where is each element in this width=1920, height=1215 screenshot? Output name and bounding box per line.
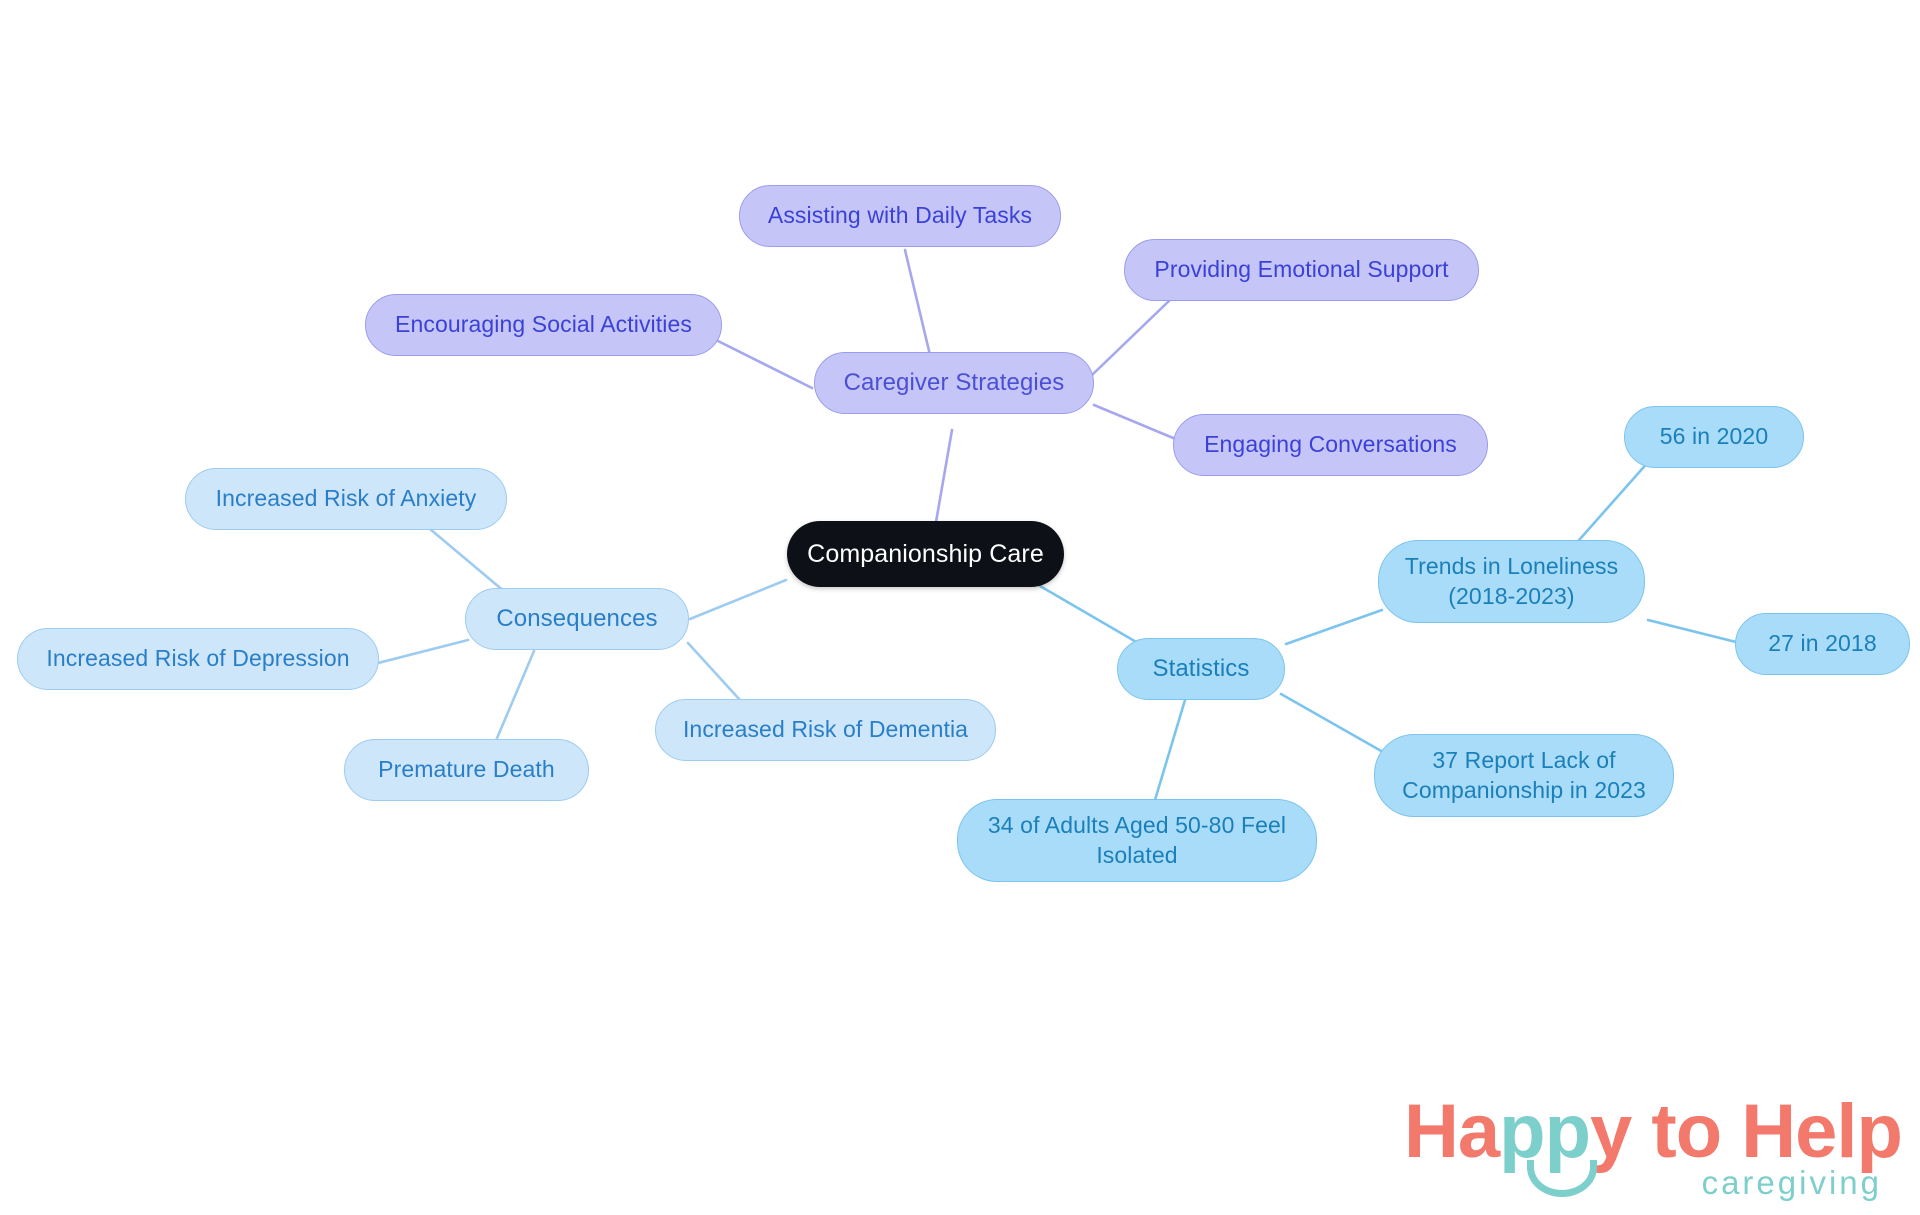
logo-text-pp: pp [1499, 1089, 1591, 1174]
node-caregiver-strategies[interactable]: Caregiver Strategies [814, 352, 1094, 414]
edge-trends-to-56-in-2020 [1570, 458, 1652, 550]
edge-root-to-caregiver-strategies [934, 428, 954, 524]
node-companionship-care[interactable]: Companionship Care [787, 521, 1064, 587]
node-providing-emotional-support[interactable]: Providing Emotional Support [1124, 239, 1479, 301]
node-premature-death[interactable]: Premature Death [344, 739, 589, 801]
edge-caregiver-to-encouraging-social-activities [716, 339, 814, 390]
edge-statistics-to-trends-in-loneliness [1284, 608, 1384, 646]
edge-trends-to-27-in-2018 [1646, 618, 1750, 647]
logo-text-y: y [1590, 1089, 1632, 1174]
logo-text-ha: Ha [1404, 1089, 1500, 1174]
logo-wordmark: Happy to Help [1404, 1094, 1903, 1170]
node-consequences[interactable]: Consequences [465, 588, 689, 650]
edge-caregiver-to-providing-emotional-support [1090, 298, 1172, 377]
edge-caregiver-to-engaging-conversations [1092, 403, 1180, 442]
logo-subtitle: caregiving [1701, 1164, 1882, 1201]
smile-icon [1527, 1160, 1597, 1197]
node-increased-risk-of-anxiety[interactable]: Increased Risk of Anxiety [185, 468, 507, 530]
node-adults-aged-50-80-feel-isolated[interactable]: 34 of Adults Aged 50-80 Feel Isolated [957, 799, 1317, 882]
edge-consequences-to-increased-risk-anxiety [428, 527, 507, 594]
edge-statistics-to-report-lack-companionship [1279, 692, 1392, 758]
brand-logo: Happy to Help caregiving [1404, 1094, 1903, 1202]
node-increased-risk-of-depression[interactable]: Increased Risk of Depression [17, 628, 379, 690]
node-statistics[interactable]: Statistics [1117, 638, 1285, 700]
edge-root-to-consequences [688, 578, 788, 621]
node-assisting-with-daily-tasks[interactable]: Assisting with Daily Tasks [739, 185, 1061, 247]
edge-consequences-to-increased-risk-depression [376, 638, 470, 665]
node-report-lack-of-companionship[interactable]: 37 Report Lack of Companionship in 2023 [1374, 734, 1674, 817]
node-encouraging-social-activities[interactable]: Encouraging Social Activities [365, 294, 722, 356]
node-trends-in-loneliness[interactable]: Trends in Loneliness (2018-2023) [1378, 540, 1645, 623]
node-56-in-2020[interactable]: 56 in 2020 [1624, 406, 1804, 468]
node-increased-risk-of-dementia[interactable]: Increased Risk of Dementia [655, 699, 996, 761]
node-engaging-conversations[interactable]: Engaging Conversations [1173, 414, 1488, 476]
edge-statistics-to-adults-feel-isolated [1153, 698, 1187, 802]
logo-text-to-help: to Help [1631, 1089, 1903, 1174]
edge-consequences-to-premature-death [490, 649, 536, 752]
node-27-in-2018[interactable]: 27 in 2018 [1735, 613, 1910, 675]
edge-caregiver-to-assisting-daily-tasks [903, 248, 932, 357]
